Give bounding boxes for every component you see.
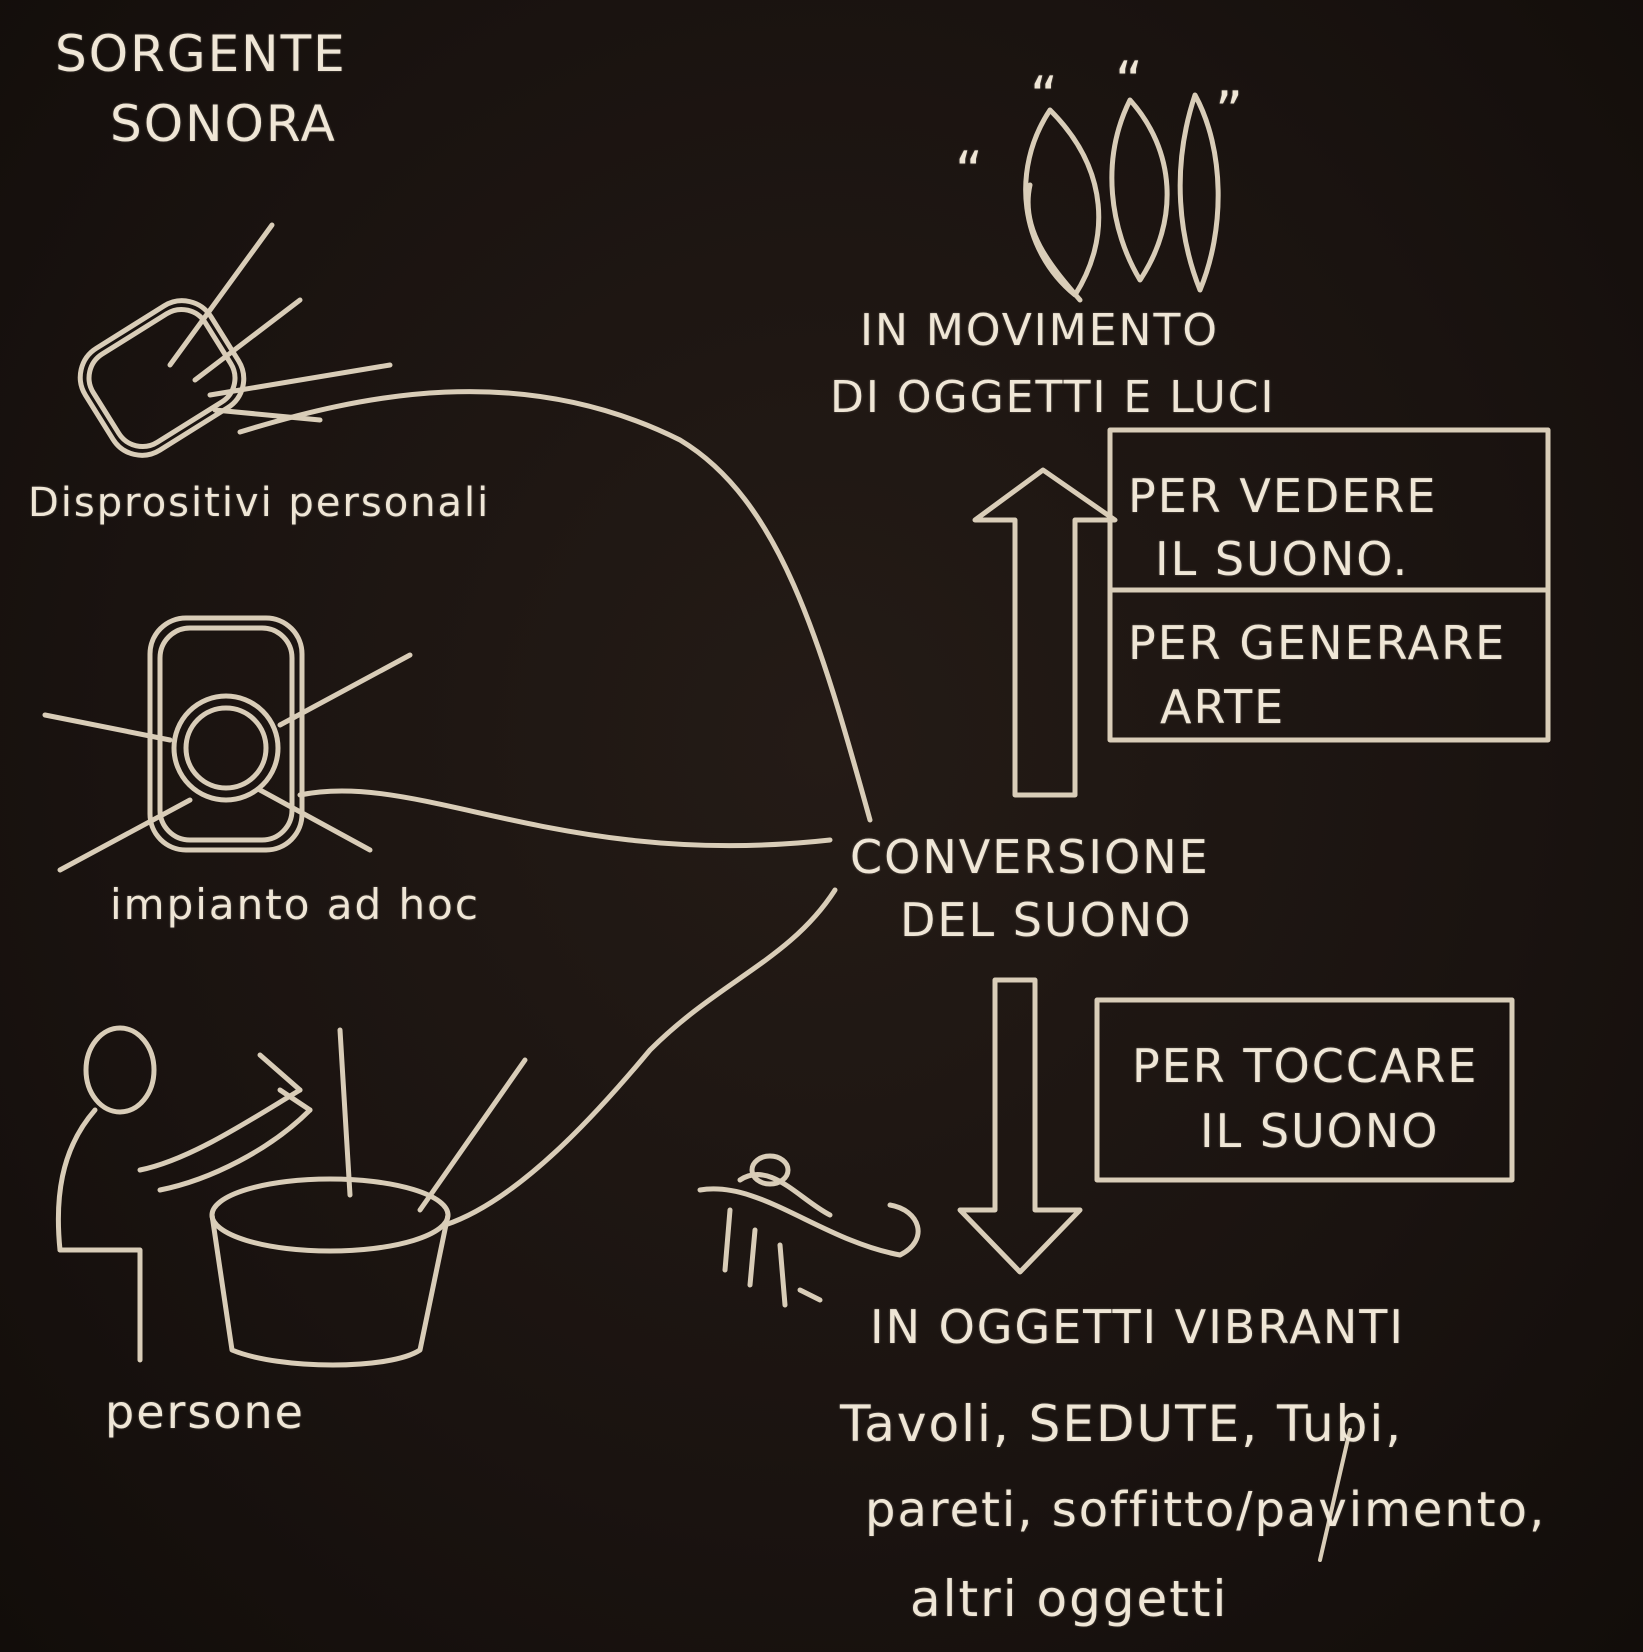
title-line2: SONORA	[110, 95, 337, 153]
box-vedere-line2: IL SUONO.	[1155, 528, 1409, 590]
up-arrow	[975, 470, 1115, 795]
connector-persons	[445, 890, 835, 1225]
quote-mark-2: “	[1030, 65, 1060, 128]
connector-speaker	[300, 791, 830, 846]
connector-personal	[240, 392, 870, 820]
top-output-line1: IN MOVIMENTO	[860, 305, 1219, 356]
quote-mark-4: ”	[1215, 80, 1245, 143]
title-line1: SORGENTE	[55, 25, 347, 83]
box-generare-line1: PER GENERARE	[1128, 612, 1506, 674]
label-persons: persone	[105, 1385, 305, 1439]
label-speaker: impianto ad hoc	[110, 880, 480, 929]
bottom-output-line1: Tavoli, SEDUTE, Tubi,	[840, 1395, 1403, 1453]
box-vedere-line1: PER VEDERE	[1128, 465, 1437, 527]
bottom-output-line2: pareti, soffitto/pavimento,	[865, 1482, 1546, 1538]
drummer-icon	[58, 1028, 525, 1365]
lounger-icon	[700, 1156, 918, 1305]
conversion-line1: CONVERSIONE	[850, 830, 1210, 884]
box-toccare-line2: IL SUONO	[1200, 1100, 1440, 1162]
speaker-icon	[45, 618, 410, 870]
down-arrow	[960, 980, 1080, 1272]
top-output-line2: DI OGGETTI E LUCI	[830, 372, 1275, 423]
quote-mark-1: “	[955, 140, 985, 203]
quote-mark-3: “	[1115, 50, 1145, 113]
label-personal-devices: Disprositivi personali	[28, 480, 490, 526]
bottom-output-line3: altri oggetti	[910, 1570, 1228, 1628]
personal-device-icon	[67, 225, 390, 468]
conversion-line2: DEL SUONO	[900, 893, 1192, 947]
box-toccare-line1: PER TOCCARE	[1132, 1035, 1478, 1097]
box-generare-line2: ARTE	[1160, 676, 1285, 738]
bottom-output-heading: IN OGGETTI VIBRANTI	[870, 1300, 1405, 1354]
